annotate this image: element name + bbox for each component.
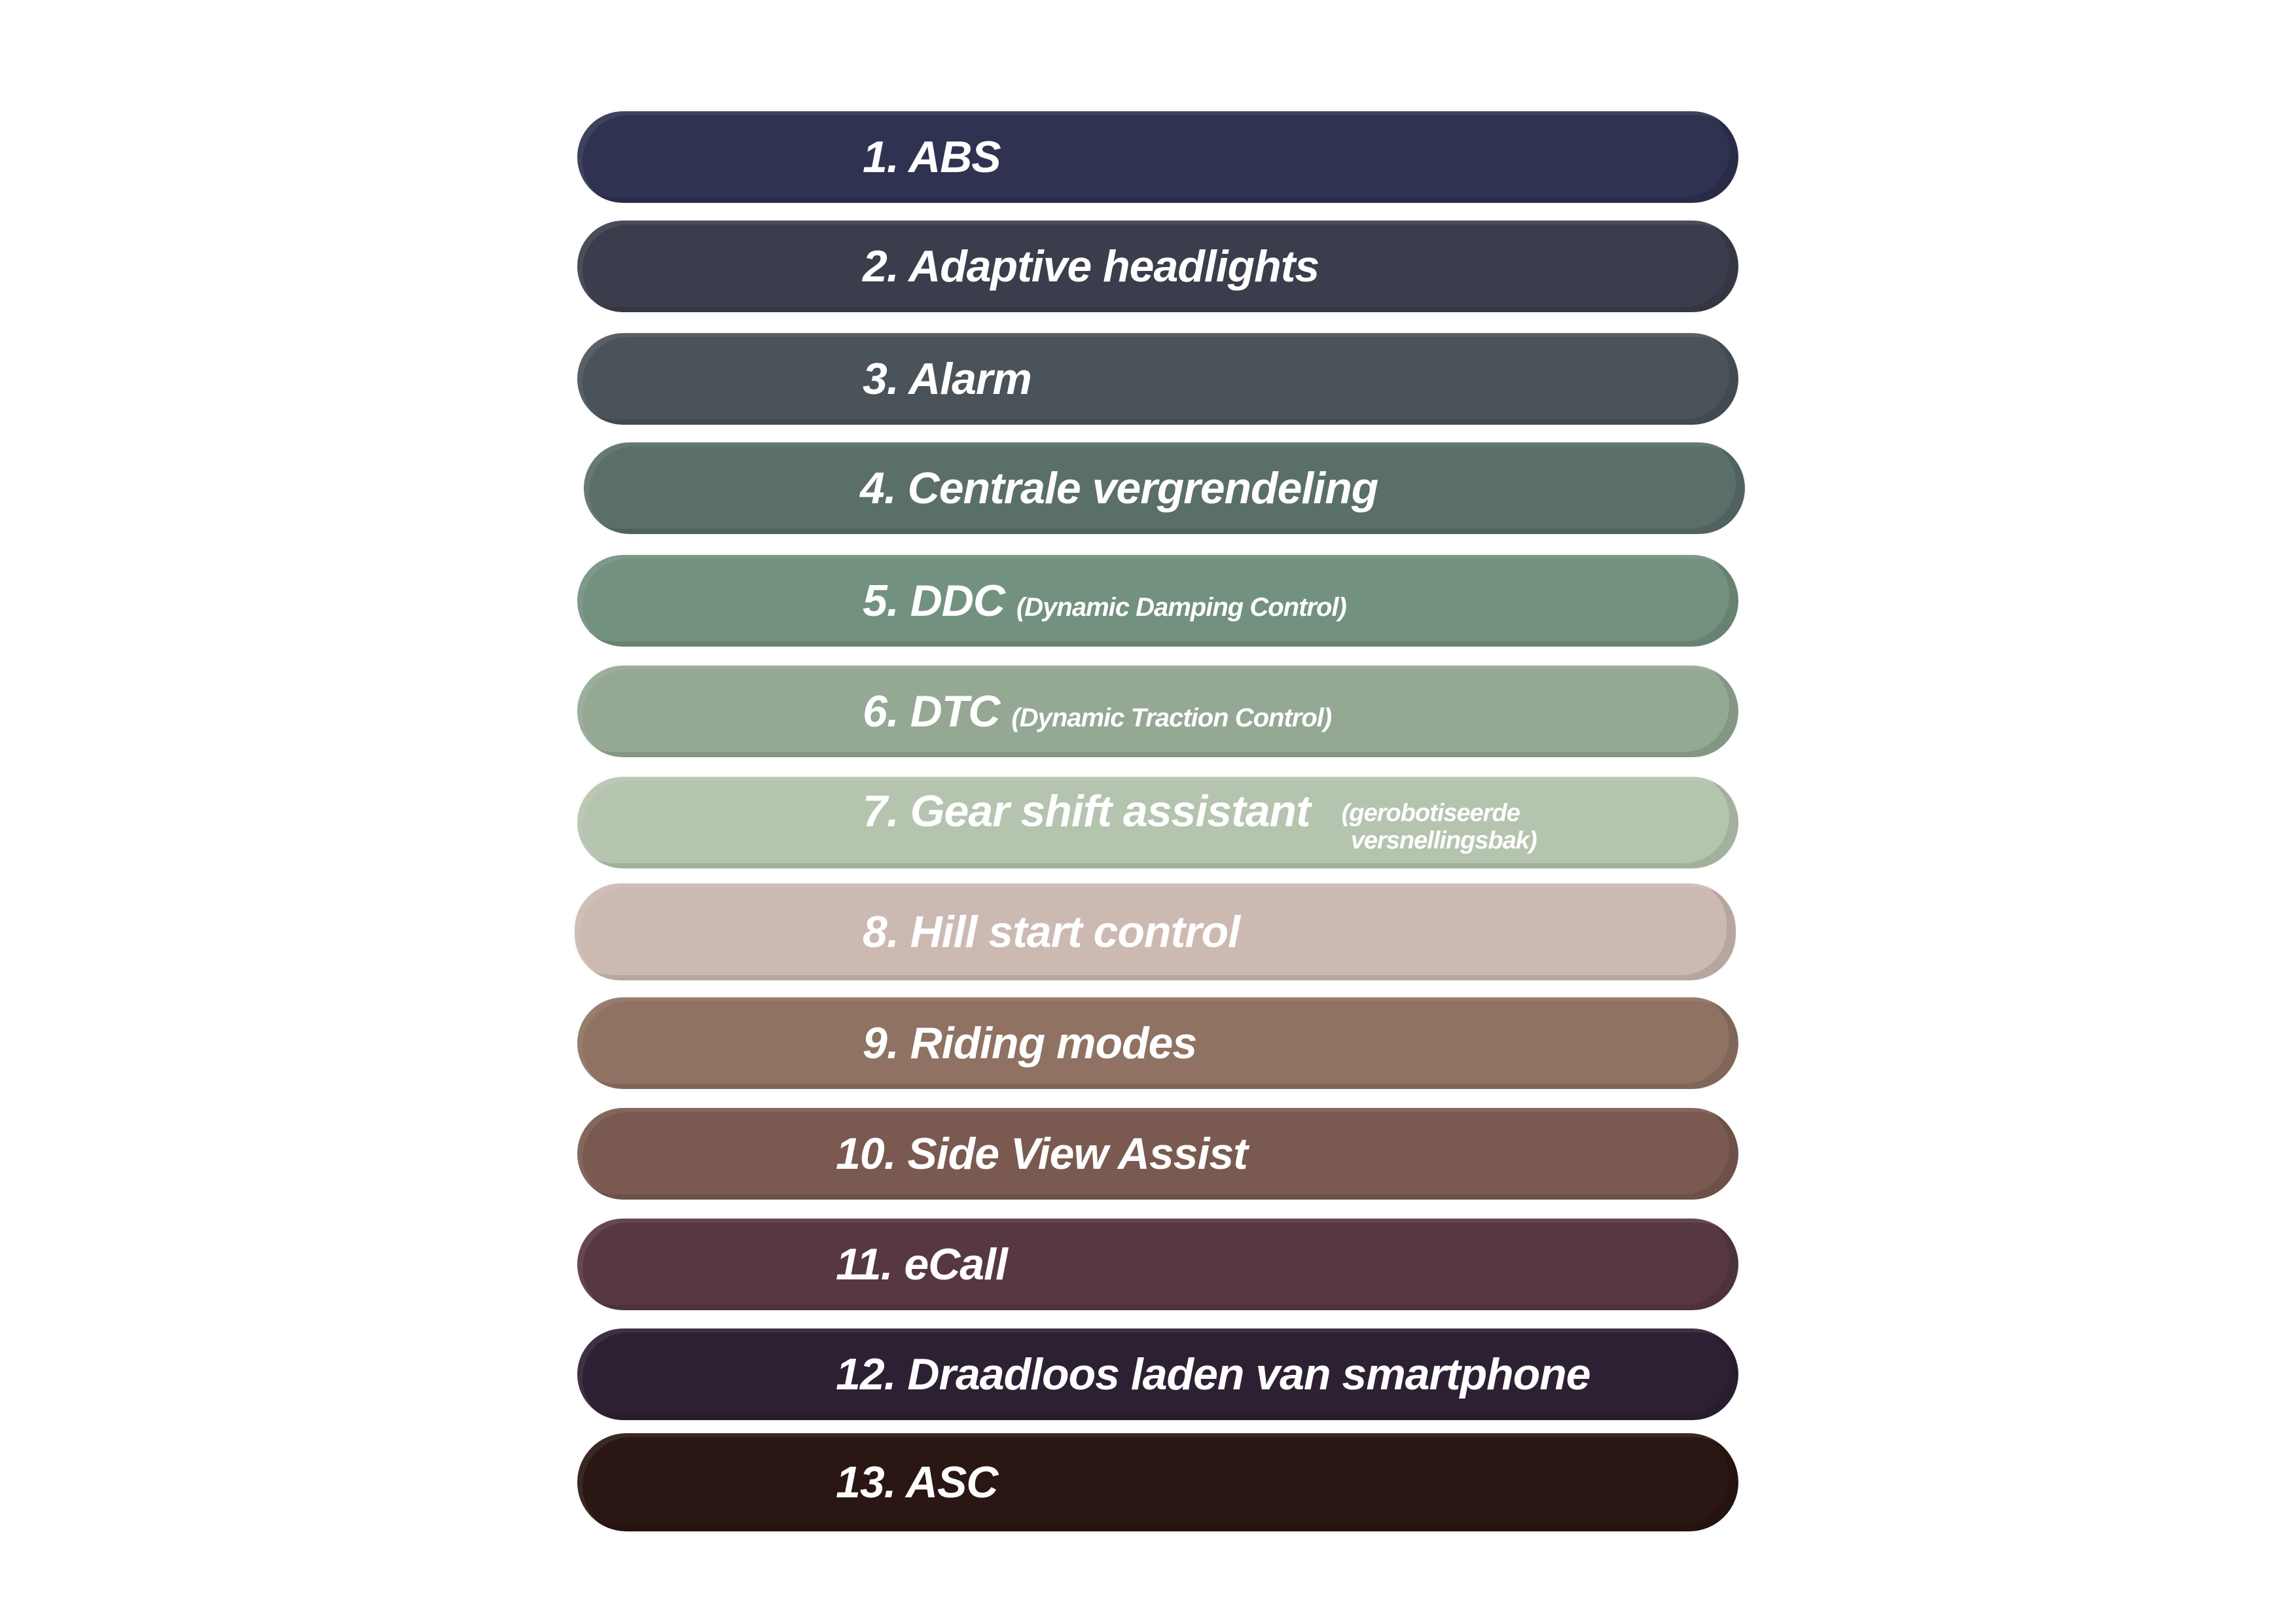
feature-label: 6. DTC (Dynamic Traction Control)	[863, 686, 1332, 737]
feature-label: 10. Side View Assist	[836, 1128, 1248, 1179]
feature-label-text: 6. DTC	[863, 687, 1000, 736]
feature-label-text: 4. Centrale vergrendeling	[860, 463, 1378, 513]
feature-sublabel-line2: versnellingsbak)	[1350, 827, 1537, 855]
feature-label: 8. Hill start control	[863, 906, 1240, 957]
feature-label-text: 8. Hill start control	[863, 907, 1240, 957]
feature-label: 13. ASC	[836, 1457, 998, 1508]
feature-label-text: 11. eCall	[836, 1240, 1008, 1289]
feature-label-text: 9. Riding modes	[863, 1018, 1197, 1068]
feature-label: 5. DDC (Dynamic Damping Control)	[863, 575, 1347, 626]
feature-pill-central-locking: 4. Centrale vergrendeling	[584, 442, 1745, 534]
feature-sublabel-line1: (gerobotiseerde	[1341, 799, 1520, 827]
feature-label-text: 3. Alarm	[863, 354, 1032, 404]
feature-label-text: 10. Side View Assist	[836, 1129, 1248, 1179]
feature-label-text: 7. Gear shift assistant	[863, 786, 1311, 836]
feature-pill-hill-start-control: 8. Hill start control	[575, 883, 1736, 980]
feature-sublabel: (Dynamic Damping Control)	[1016, 593, 1347, 622]
feature-pill-wireless-charging: 12. Draadloos laden van smartphone	[577, 1329, 1738, 1420]
feature-pill-dtc: 6. DTC (Dynamic Traction Control)	[577, 666, 1738, 757]
feature-pill-ecall: 11. eCall	[577, 1219, 1738, 1310]
feature-sublabel: (Dynamic Traction Control)	[1011, 704, 1332, 732]
feature-label-text: 12. Draadloos laden van smartphone	[836, 1349, 1591, 1399]
feature-pill-riding-modes: 9. Riding modes	[577, 997, 1738, 1089]
feature-pill-asc: 13. ASC	[577, 1433, 1738, 1531]
feature-label-text: 1. ABS	[863, 132, 1001, 182]
feature-label: 1. ABS	[863, 132, 1001, 183]
feature-label-text: 5. DDC	[863, 576, 1005, 626]
feature-label: 12. Draadloos laden van smartphone	[836, 1349, 1591, 1400]
feature-pill-alarm: 3. Alarm	[577, 333, 1738, 425]
feature-pill-abs: 1. ABS	[577, 111, 1738, 203]
feature-label: 11. eCall	[836, 1239, 1008, 1290]
feature-label: 2. Adaptive headlights	[863, 241, 1319, 292]
feature-label-text: 13. ASC	[836, 1457, 998, 1507]
feature-label: 9. Riding modes	[863, 1018, 1197, 1069]
feature-pill-ddc: 5. DDC (Dynamic Damping Control)	[577, 555, 1738, 647]
feature-label-text: 2. Adaptive headlights	[863, 241, 1319, 291]
feature-pill-adaptive-headlights: 2. Adaptive headlights	[577, 221, 1738, 312]
feature-label: 4. Centrale vergrendeling	[860, 463, 1378, 514]
feature-pill-side-view-assist: 10. Side View Assist	[577, 1108, 1738, 1200]
feature-label: 3. Alarm	[863, 353, 1032, 404]
